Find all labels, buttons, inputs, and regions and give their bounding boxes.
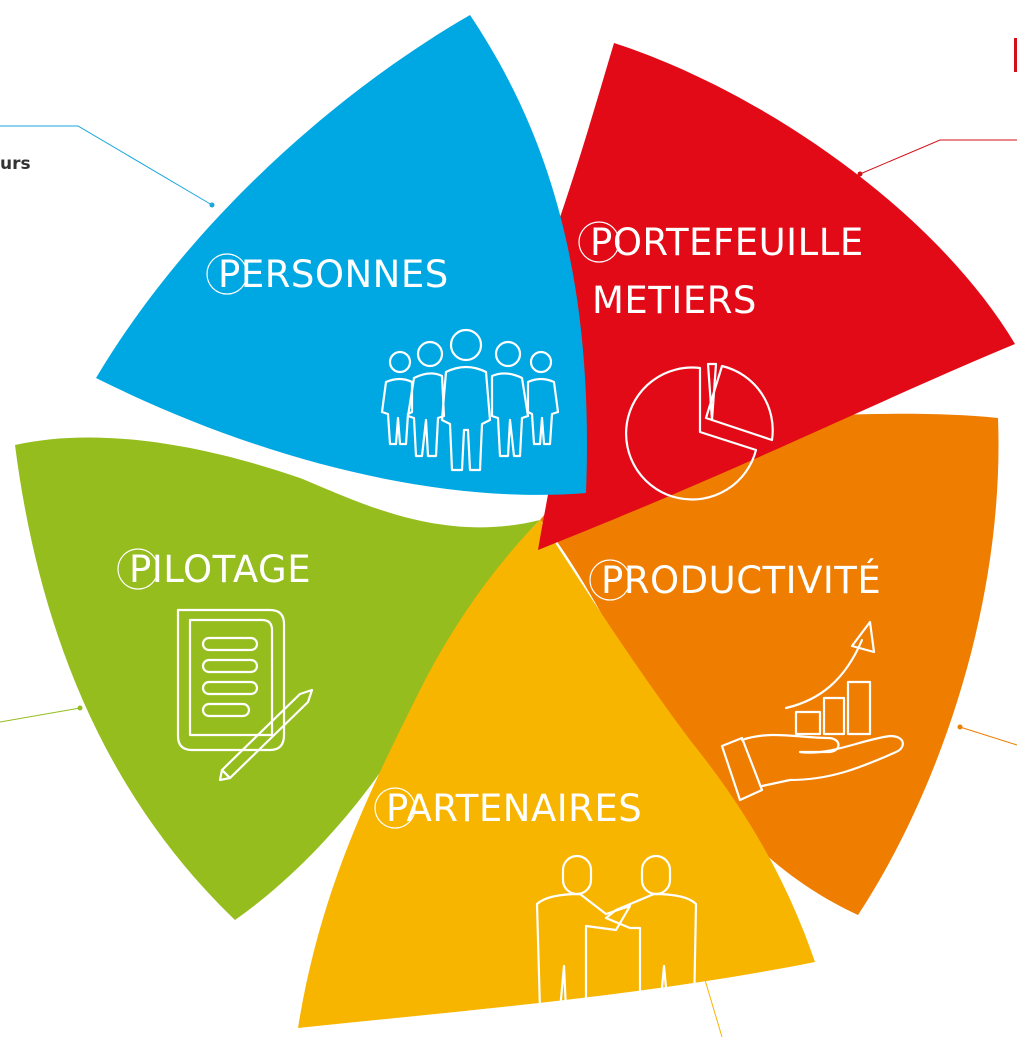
svg-text:PILOTAGE: PILOTAGE: [129, 548, 311, 591]
segment-pilotage-body: [15, 437, 540, 920]
title-ring-personnes: [206, 253, 248, 295]
segment-personnes: [96, 15, 587, 495]
title-rest-partenaires: ARTENAIRES: [406, 787, 642, 830]
title-ring-productivite: [589, 559, 631, 601]
title-initial-pilotage: P: [129, 548, 152, 591]
title-initial-personnes: P: [218, 253, 241, 296]
title-rest-pilotage: ILOTAGE: [152, 548, 311, 591]
title-pilotage: PILOTAGE: [117, 548, 311, 591]
svg-text:PERSONNES: PERSONNES: [218, 253, 449, 296]
group-of-people-icon: [380, 328, 560, 472]
title-productivite: PRODUCTIVITÉ: [589, 558, 881, 602]
leader-line-productivite: [959, 726, 1017, 746]
growth-chart-hand-icon: [720, 620, 904, 802]
leader-line-personnes: [0, 125, 213, 206]
svg-text:PRODUCTIVITÉ: PRODUCTIVITÉ: [601, 558, 881, 602]
handshake-icon: [535, 854, 698, 1012]
title-initial-portefeuille: P: [590, 221, 613, 264]
leader-dot-productivite: [957, 724, 963, 730]
leader-dot-personnes: [209, 202, 215, 208]
title-ring-partenaires: [374, 787, 416, 829]
title-ring-portefeuille: [578, 221, 620, 263]
title-partenaires: PARTENAIRES: [374, 787, 642, 830]
svg-text:PORTEFEUILLE: PORTEFEUILLE: [590, 221, 864, 264]
title-line2-portefeuille: METIERS: [592, 279, 757, 322]
segment-productivite: [540, 413, 999, 915]
title-portefeuille: PORTEFEUILLE METIERS: [578, 221, 864, 322]
leader-line-pilotage: [0, 707, 81, 723]
pie-chart-icon: [625, 362, 774, 501]
title-initial-partenaires: P: [386, 787, 408, 830]
title-personnes: PERSONNES: [206, 253, 449, 296]
document-pencil-icon: [176, 608, 314, 782]
edge-text-left: urs: [0, 154, 31, 174]
title-ring-pilotage: [117, 548, 159, 590]
title-rest-productivite: RODUCTIVITÉ: [624, 558, 881, 602]
leader-dot-pilotage: [77, 705, 83, 711]
leader-line-portefeuille: [859, 139, 1017, 175]
title-rest-portefeuille: ORTEFEUILLE: [613, 221, 864, 264]
title-initial-productivite: P: [601, 559, 624, 602]
segment-portefeuille: [538, 43, 1015, 550]
title-rest-personnes: ERSONNES: [241, 253, 449, 296]
leader-line-partenaires: [704, 979, 723, 1037]
leader-dot-portefeuille: [857, 171, 863, 177]
svg-text:PARTENAIRES: PARTENAIRES: [386, 787, 642, 830]
segment-partenaires: [298, 520, 815, 1028]
leader-mark-top-right: [1014, 38, 1017, 72]
leader-lines: [0, 38, 1017, 1037]
